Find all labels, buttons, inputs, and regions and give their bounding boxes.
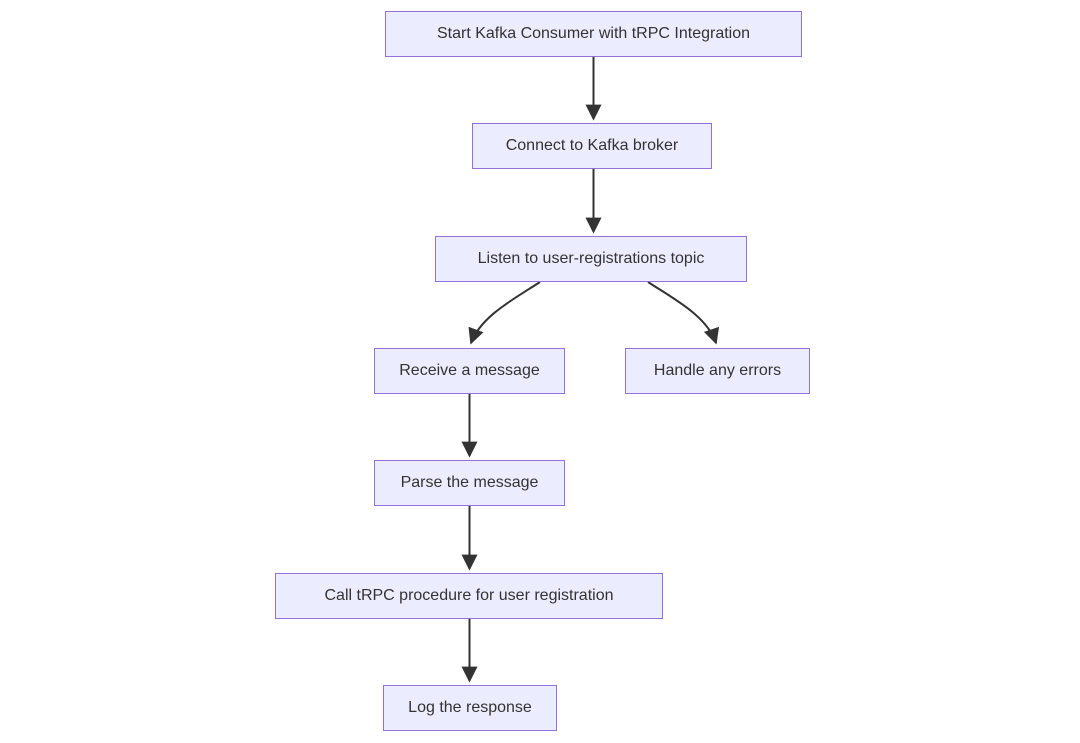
flowchart-node-receive-message: Receive a message [374,348,565,394]
flowchart-node-log-response: Log the response [383,685,557,731]
flowchart-node-parse-message: Parse the message [374,460,565,506]
flowchart-node-connect-kafka-broker: Connect to Kafka broker [472,123,712,169]
node-label: Receive a message [399,362,540,379]
flowchart-node-call-trpc-procedure: Call tRPC procedure for user registratio… [275,573,663,619]
node-label: Connect to Kafka broker [505,137,679,154]
node-label: Log the response [408,699,532,716]
edge-listen-to-receive [468,281,541,345]
flowchart-node-listen-topic: Listen to user-registrations topic [435,236,747,282]
node-label: Listen to user-registrations topic [477,250,705,267]
flowchart-node-handle-errors: Handle any errors [625,348,810,394]
node-label: Parse the message [400,474,539,491]
node-label: Start Kafka Consumer with tRPC Integrati… [436,25,751,42]
node-label: Handle any errors [653,362,782,379]
node-label: Call tRPC procedure for user registratio… [324,587,614,604]
edge-listen-to-errors [647,281,720,345]
flowchart-node-start-kafka-consumer: Start Kafka Consumer with tRPC Integrati… [385,11,802,57]
